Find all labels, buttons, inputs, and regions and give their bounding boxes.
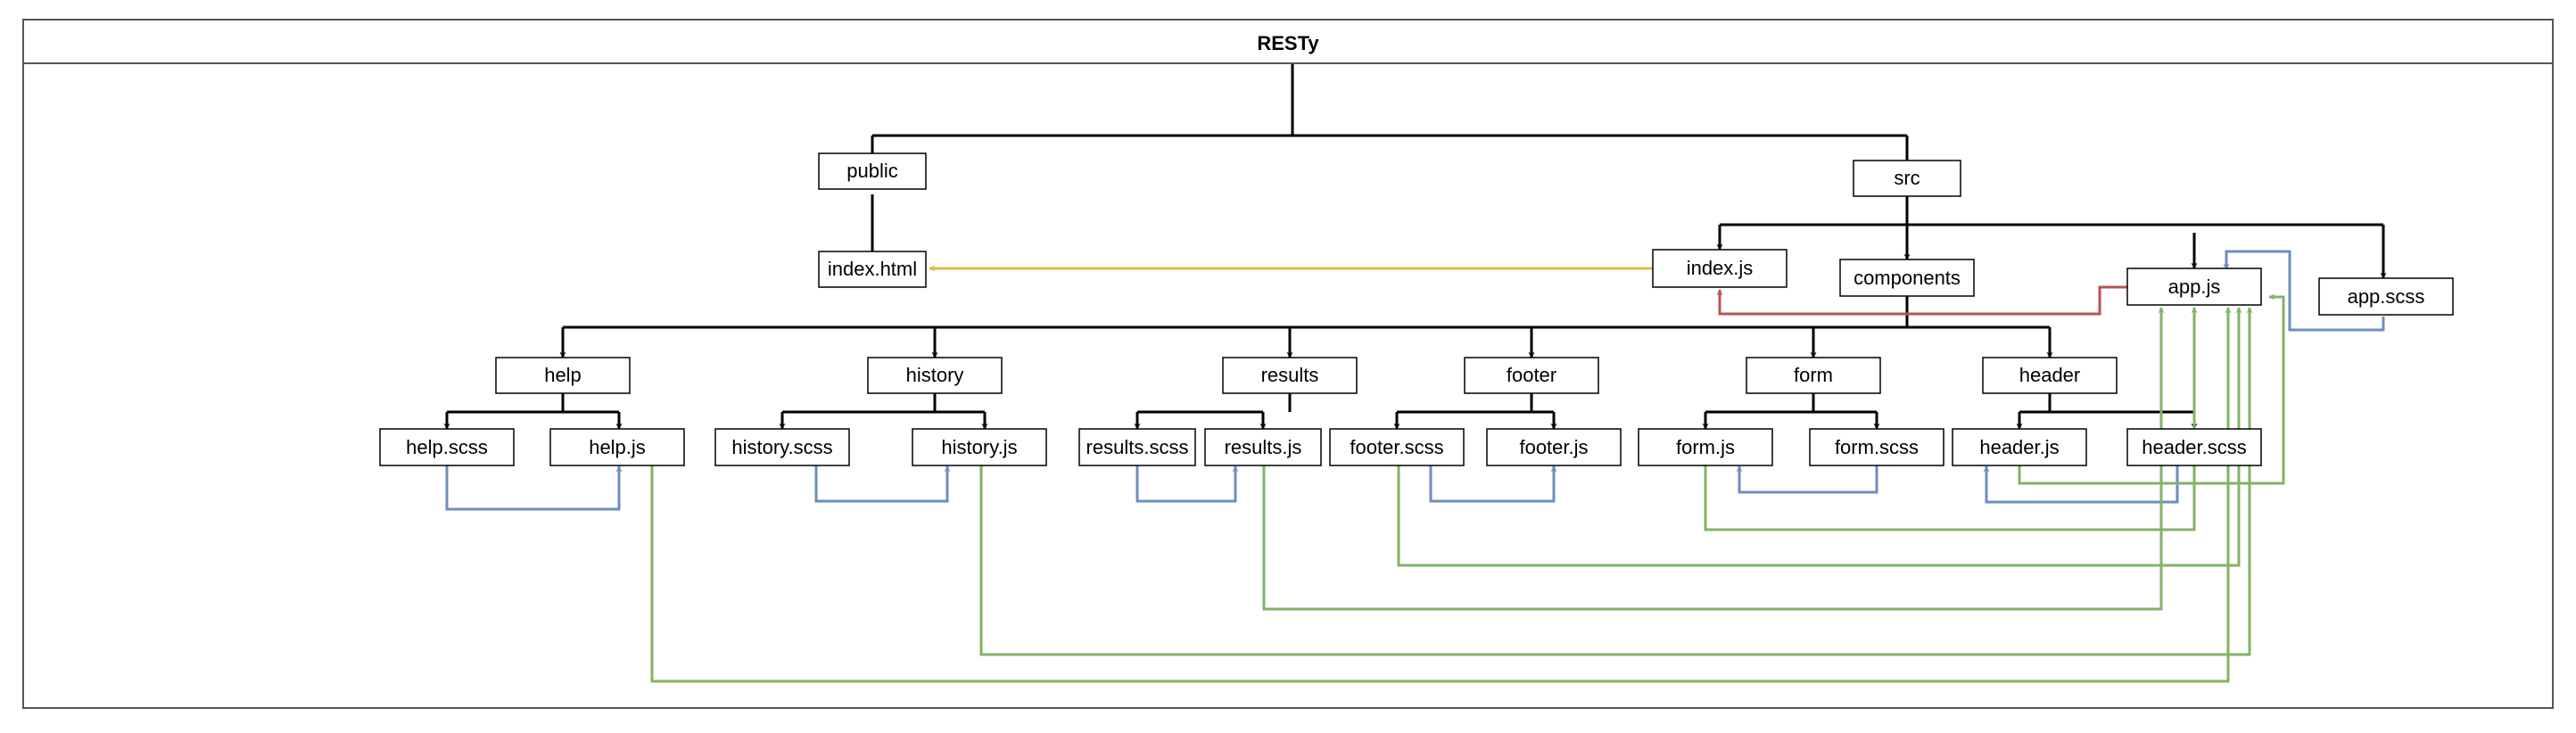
app-scss-to-app-js-edge xyxy=(2223,250,2385,332)
history-js-to-app-js-edge xyxy=(979,307,2253,656)
folder-form-label: form xyxy=(1794,364,1833,386)
folder-footer[interactable]: footer xyxy=(1464,357,1599,394)
file-index-html[interactable]: index.html xyxy=(818,251,927,288)
file-index-js-label: index.js xyxy=(1687,257,1754,279)
file-app-js[interactable]: app.js xyxy=(2126,268,2262,306)
tree-connectors xyxy=(443,64,2387,430)
folder-footer-label: footer xyxy=(1507,364,1556,386)
results-children-connector xyxy=(1137,393,1292,414)
footer-children-connector xyxy=(1397,393,1554,414)
file-help-js[interactable]: help.js xyxy=(549,428,685,466)
file-history-js-label: history.js xyxy=(941,436,1017,458)
file-footer-js[interactable]: footer.js xyxy=(1486,428,1622,466)
file-tree-nodes: public src index.html index.js component… xyxy=(379,152,2454,466)
file-header-js-label: header.js xyxy=(1979,436,2059,458)
results-scss-to-results-js-edge xyxy=(1135,465,1239,503)
folder-src[interactable]: src xyxy=(1853,160,1961,197)
file-app-js-label: app.js xyxy=(2168,276,2221,298)
file-index-js[interactable]: index.js xyxy=(1652,249,1788,288)
folder-help[interactable]: help xyxy=(495,357,631,394)
folder-src-label: src xyxy=(1894,167,1920,189)
file-app-scss-label: app.scss xyxy=(2348,285,2425,308)
file-index-html-label: index.html xyxy=(828,258,917,280)
folder-public-label: public xyxy=(846,160,897,182)
file-app-scss[interactable]: app.scss xyxy=(2318,277,2454,316)
file-results-js[interactable]: results.js xyxy=(1204,428,1322,466)
file-form-scss[interactable]: form.scss xyxy=(1809,428,1944,466)
header-js-to-app-js-edge xyxy=(2018,293,2285,485)
file-help-scss[interactable]: help.scss xyxy=(379,428,515,466)
file-footer-scss-label: footer.scss xyxy=(1350,436,1443,458)
form-scss-to-form-js-edge xyxy=(1736,465,1878,494)
folder-header-label: header xyxy=(2019,364,2081,386)
file-header-scss[interactable]: header.scss xyxy=(2126,428,2262,466)
app-js-to-index-js-edge xyxy=(1716,285,2127,316)
folder-history-label: history xyxy=(906,364,964,386)
file-form-js[interactable]: form.js xyxy=(1638,428,1773,466)
file-footer-scss[interactable]: footer.scss xyxy=(1329,428,1465,466)
file-header-js[interactable]: header.js xyxy=(1952,428,2087,466)
folder-header[interactable]: header xyxy=(1982,357,2118,394)
src-children-connector xyxy=(1720,194,2383,233)
folder-form[interactable]: form xyxy=(1746,357,1881,394)
form-children-connector xyxy=(1705,393,1877,414)
help-js-to-app-js-edge xyxy=(650,307,2232,683)
folder-results-label: results xyxy=(1261,364,1319,386)
file-form-js-label: form.js xyxy=(1676,436,1735,458)
header-children-connector xyxy=(2019,393,2194,414)
folder-help-label: help xyxy=(544,364,582,386)
folder-history[interactable]: history xyxy=(867,357,1003,394)
folder-public[interactable]: public xyxy=(818,152,927,190)
help-children-connector xyxy=(447,393,619,414)
folder-components[interactable]: components xyxy=(1839,259,1975,297)
file-history-scss-label: history.scss xyxy=(731,436,832,458)
help-scss-to-help-js-edge xyxy=(445,465,623,511)
folder-components-label: components xyxy=(1854,267,1961,289)
folder-results[interactable]: results xyxy=(1222,357,1358,394)
file-help-scss-label: help.scss xyxy=(406,436,488,458)
file-results-scss[interactable]: results.scss xyxy=(1078,428,1196,466)
file-help-js-label: help.js xyxy=(589,436,646,458)
root-connector xyxy=(871,64,1909,161)
file-form-scss-label: form.scss xyxy=(1835,436,1919,458)
history-scss-to-history-js-edge xyxy=(814,465,951,503)
footer-scss-to-footer-js-edge xyxy=(1429,465,1557,503)
file-results-js-label: results.js xyxy=(1225,436,1302,458)
file-results-scss-label: results.scss xyxy=(1086,436,1189,458)
form-js-to-app-js-edge xyxy=(1704,307,2198,531)
file-footer-js-label: footer.js xyxy=(1519,436,1588,458)
file-history-scss[interactable]: history.scss xyxy=(714,428,850,466)
file-header-scss-label: header.scss xyxy=(2142,436,2246,458)
components-children-connector xyxy=(563,296,2050,329)
diagram-title: RESTy xyxy=(1257,32,1319,54)
file-history-js[interactable]: history.js xyxy=(912,428,1047,466)
history-children-connector xyxy=(782,393,985,414)
